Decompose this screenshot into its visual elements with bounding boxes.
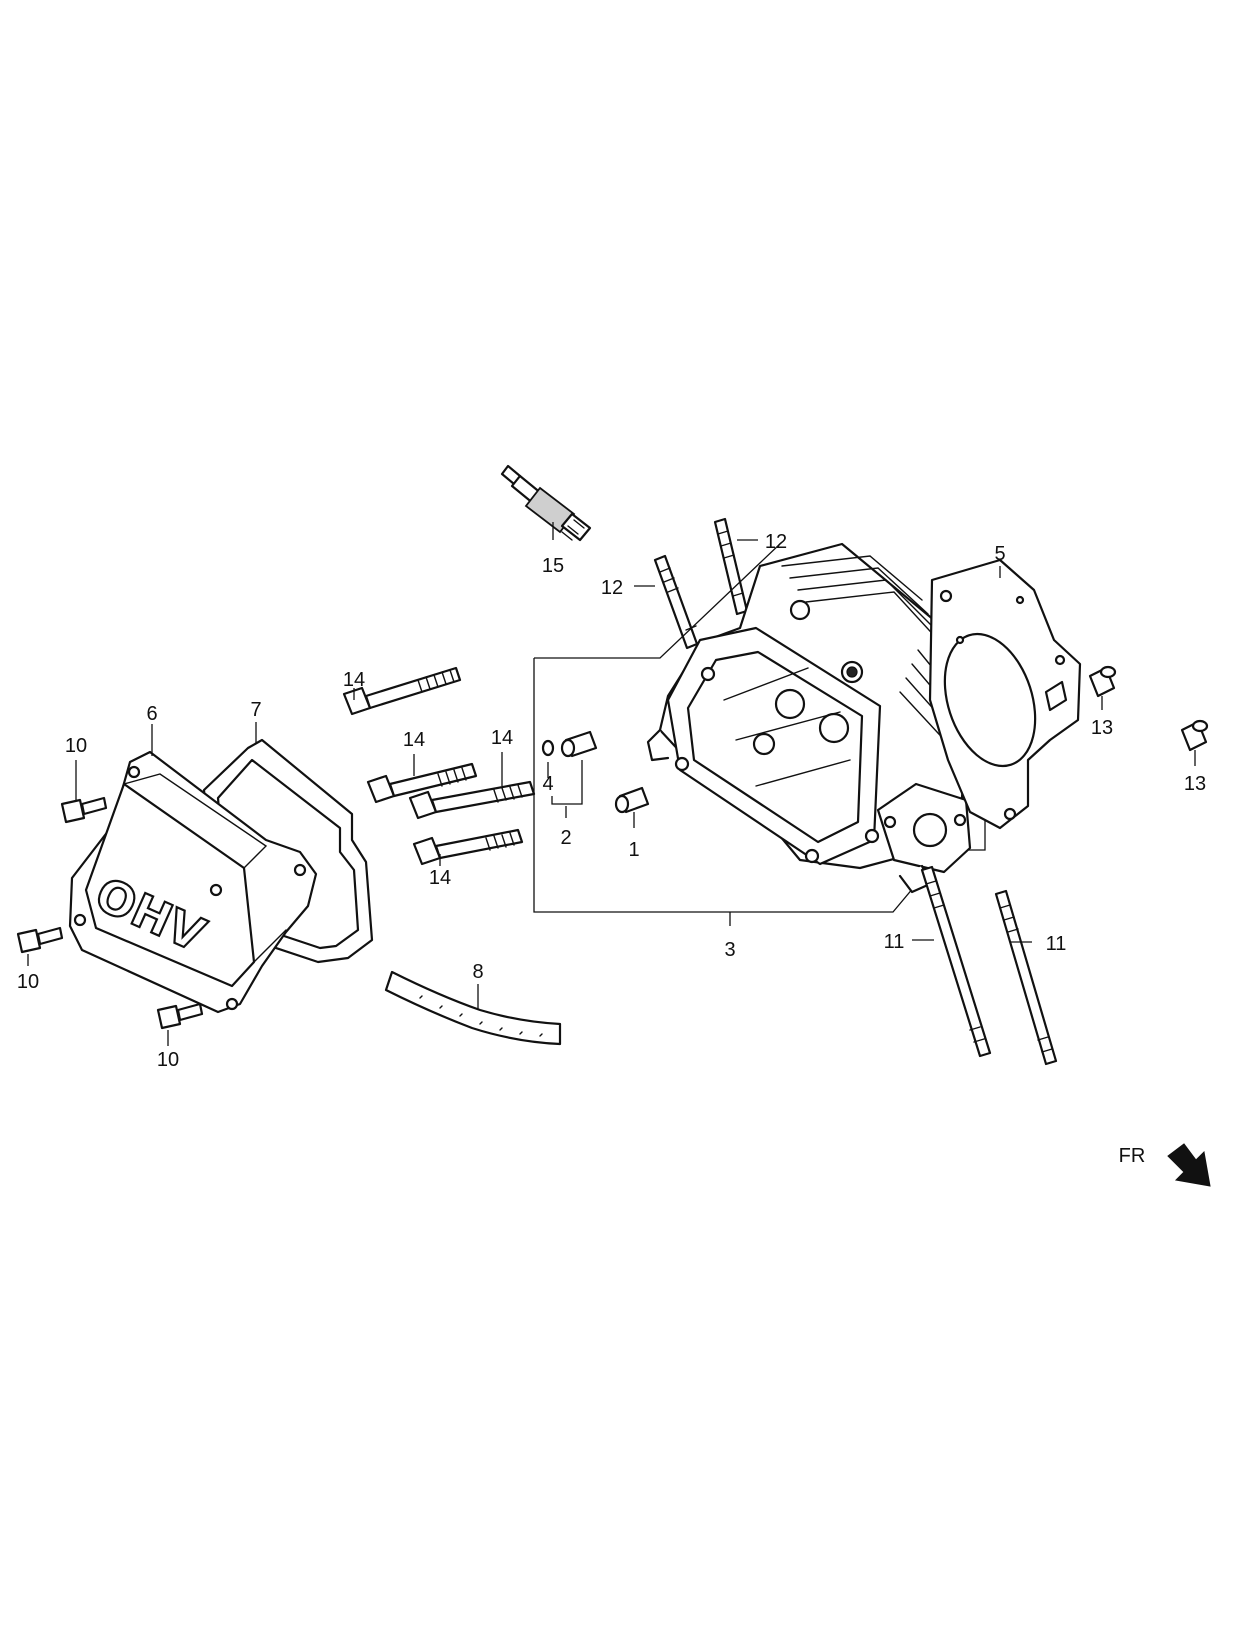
- front-direction-label: FR: [1119, 1145, 1146, 1167]
- callout-13-b: 13: [1184, 773, 1206, 795]
- callout-10-b: 10: [17, 971, 39, 993]
- front-direction-arrow: [1167, 1143, 1211, 1187]
- callout-12-right: 12: [765, 531, 787, 553]
- callout-11-right: 11: [1046, 933, 1067, 955]
- callout-14-a: 14: [343, 669, 365, 691]
- callout-12-left: 12: [601, 577, 623, 599]
- stud-11-a: [920, 865, 992, 1058]
- callout-8: 8: [472, 961, 483, 983]
- callout-4: 4: [542, 773, 553, 795]
- cover-bolt-10-b: [16, 926, 64, 954]
- head-cover: OHV: [68, 750, 318, 1014]
- callout-7: 7: [250, 699, 261, 721]
- callout-1: 1: [628, 839, 639, 861]
- callout-10-c: 10: [157, 1049, 179, 1071]
- callout-10-a: 10: [65, 735, 87, 757]
- callout-13-a: 13: [1091, 717, 1113, 739]
- breather-tube: [384, 970, 562, 1046]
- bolt-14-c: [408, 780, 536, 820]
- stud-12-b: [713, 517, 749, 616]
- stud-11-b: [994, 889, 1058, 1066]
- callout-5: 5: [994, 543, 1005, 565]
- dowel-pin-13-a: [1088, 665, 1117, 698]
- dowel-pin-13-b: [1180, 719, 1209, 752]
- bolt-14-b: [366, 762, 478, 804]
- cover-bolt-10-c: [156, 1002, 204, 1030]
- callout-15: 15: [542, 555, 564, 577]
- valve-guide-2: [560, 730, 598, 758]
- bolt-14-a: [342, 666, 462, 716]
- callout-14-b: 14: [403, 729, 425, 751]
- callout-14-d: 14: [429, 867, 451, 889]
- stud-12-a: [653, 554, 699, 650]
- head-gasket: [928, 558, 1082, 830]
- callout-3: 3: [724, 939, 735, 961]
- cylinder-head: [646, 542, 972, 894]
- guide-pin-1: [614, 786, 650, 814]
- clip-4: [541, 739, 555, 757]
- callout-14-c: 14: [491, 727, 513, 749]
- callout-6: 6: [146, 703, 157, 725]
- cover-bolt-10-a: [60, 796, 108, 824]
- spark-plug: [500, 464, 592, 542]
- bolt-14-d: [412, 828, 524, 866]
- callout-11-left: 11: [884, 931, 905, 953]
- callout-2: 2: [560, 827, 571, 849]
